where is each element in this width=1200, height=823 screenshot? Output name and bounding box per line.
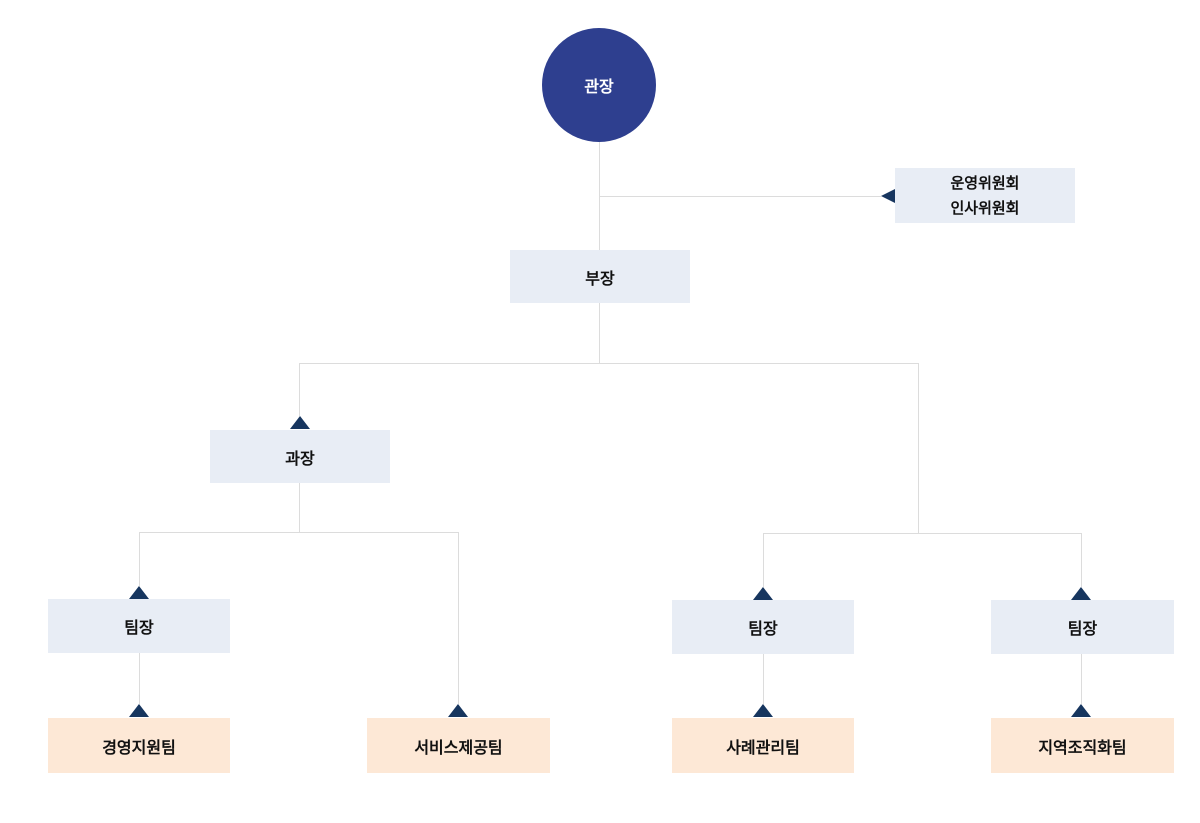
department-head-label: 부장 (585, 270, 615, 288)
team-leader-node-mid: 팀장 (672, 600, 854, 654)
connector-director-to-dept (599, 141, 600, 250)
committee-line-1: 운영위원회 (950, 174, 1020, 192)
up-arrowhead-icon (448, 704, 468, 717)
committee-line-2: 인사위원회 (950, 199, 1020, 217)
section-chief-label: 과장 (285, 450, 315, 468)
committee-node: 운영위원회 인사위원회 (895, 168, 1075, 223)
up-arrowhead-icon (753, 587, 773, 600)
left-arrowhead-icon (881, 189, 895, 203)
connector-teamleader-left-up (139, 532, 140, 586)
connector-teamleader-right-up (1081, 533, 1082, 587)
up-arrowhead-icon (129, 586, 149, 599)
team-leader-node-left: 팀장 (48, 599, 230, 653)
team-node-service-provision: 서비스제공팀 (367, 718, 550, 773)
connector-section-down (299, 483, 300, 532)
team-label: 경영지원팀 (102, 739, 176, 757)
connector-main-split (299, 363, 919, 364)
team-label: 서비스제공팀 (414, 739, 503, 757)
up-arrowhead-icon (129, 704, 149, 717)
team-leader-label: 팀장 (1067, 621, 1098, 638)
connector-teamleader-right-down (1081, 654, 1082, 704)
team-leader-label: 팀장 (748, 621, 778, 638)
team-node-case-management: 사례관리팀 (672, 718, 854, 773)
team-leader-node-right: 팀장 (991, 600, 1174, 654)
connector-left-split (139, 532, 459, 533)
team-node-management-support: 경영지원팀 (48, 718, 230, 773)
department-head-node: 부장 (510, 250, 690, 303)
connector-right-split (763, 533, 1082, 534)
connector-teamleader-mid-up (763, 533, 764, 587)
team-label: 지역조직화팀 (1038, 739, 1127, 757)
connector-left-branch-down (299, 363, 300, 416)
up-arrowhead-icon (753, 704, 773, 717)
up-arrowhead-icon (1071, 704, 1091, 717)
connector-dept-down (599, 303, 600, 363)
team-node-community-organization: 지역조직화팀 (991, 718, 1174, 773)
connector-to-committee (600, 196, 881, 197)
connector-teamleader-left-down (139, 653, 140, 704)
connector-service-team-up (458, 532, 459, 704)
team-label: 사례관리팀 (726, 739, 800, 757)
connector-right-branch-down (918, 363, 919, 533)
director-node: 관장 (542, 28, 656, 142)
director-label: 관장 (584, 79, 614, 96)
connector-teamleader-mid-down (763, 654, 764, 704)
up-arrowhead-icon (1071, 587, 1091, 600)
up-arrowhead-icon (290, 416, 310, 429)
team-leader-label: 팀장 (124, 620, 154, 637)
section-chief-node: 과장 (210, 430, 390, 483)
